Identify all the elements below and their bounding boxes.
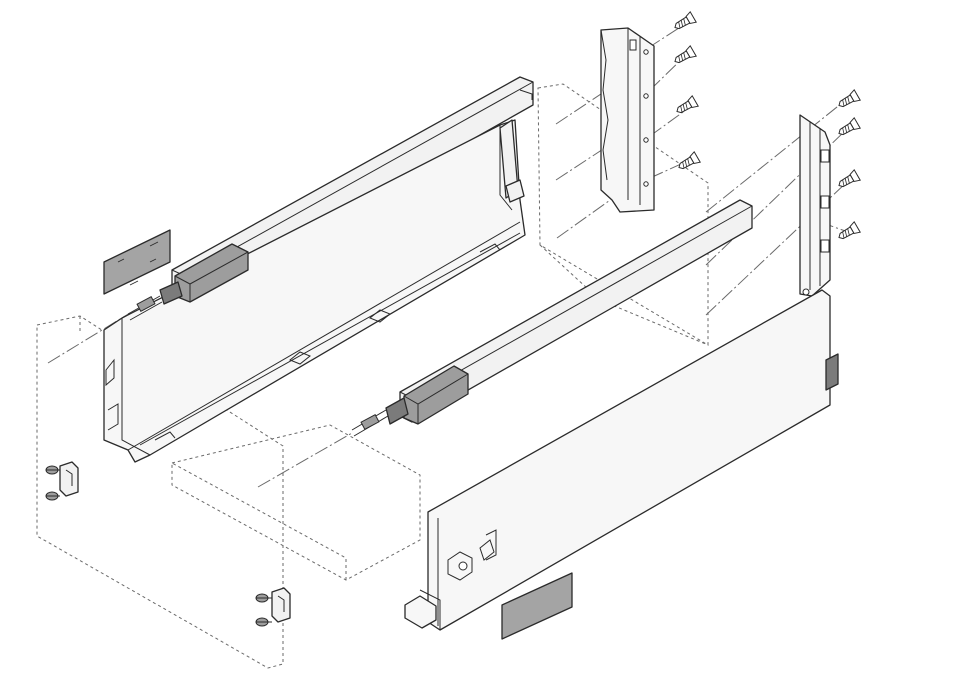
rear-bracket-right — [799, 114, 831, 297]
screw-icon — [835, 221, 861, 244]
back-board-outline — [537, 83, 709, 346]
front-fixing-bracket-icon — [45, 461, 79, 501]
bottom-board-outline — [171, 424, 421, 581]
screw-icon — [671, 45, 697, 68]
screw-icon — [835, 89, 861, 112]
runner-right — [351, 365, 469, 437]
runner-left — [127, 243, 249, 321]
cover-cap-left — [103, 229, 171, 295]
front-fixing-bracket-icon — [255, 587, 291, 627]
rear-bracket-left — [600, 27, 655, 213]
drawer-side-left — [103, 119, 526, 463]
front-panel-outline — [36, 315, 284, 669]
cover-cap-right — [501, 572, 573, 640]
screw-icon — [835, 169, 861, 192]
drawer-side-right — [404, 289, 839, 631]
screw-icon — [673, 95, 699, 118]
